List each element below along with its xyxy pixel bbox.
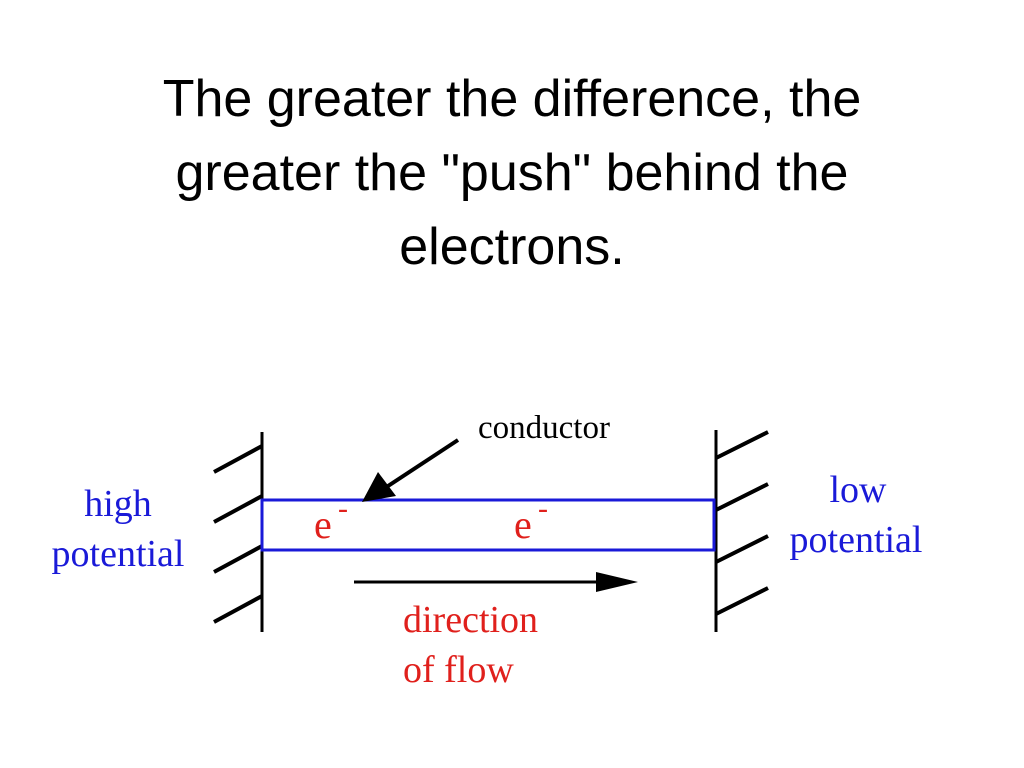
left-wall-hatch xyxy=(213,594,263,624)
flow-label-line-2: of flow xyxy=(403,649,514,691)
low-potential-label-line-2: potential xyxy=(790,519,923,561)
conductor-pointer-arrow xyxy=(362,438,460,502)
electron-symbol-right: e xyxy=(514,502,532,547)
flow-label-line-1: direction xyxy=(403,599,538,641)
right-wall-hatch xyxy=(715,586,769,616)
conductor-label: conductor xyxy=(478,410,610,446)
flow-arrow xyxy=(354,572,638,592)
conductor-bar xyxy=(260,498,716,552)
left-wall xyxy=(213,432,264,632)
left-wall-hatch xyxy=(213,544,263,574)
electron-charge-left: - xyxy=(338,492,348,525)
right-wall xyxy=(714,430,769,632)
right-wall-hatch xyxy=(715,430,769,460)
right-wall-hatch xyxy=(715,534,769,564)
conductor-pointer-head xyxy=(362,472,396,502)
high-potential-label-line-1: high xyxy=(84,483,152,525)
slide-title-line-2: greater the "push" behind the xyxy=(175,144,849,202)
right-wall-hatch xyxy=(715,482,769,512)
slide-title: The greater the difference, the greater … xyxy=(0,62,1024,284)
left-wall-hatch xyxy=(213,444,263,474)
left-wall-hatch xyxy=(213,494,263,524)
electron-symbol-left: e xyxy=(314,502,332,547)
conductor-pointer-shaft xyxy=(380,438,460,492)
electron-charge-right: - xyxy=(538,492,548,525)
slide-title-line-1: The greater the difference, the xyxy=(162,70,862,128)
high-potential-label-line-2: potential xyxy=(52,533,185,575)
flow-arrow-head xyxy=(596,572,638,592)
low-potential-label-line-1: low xyxy=(830,469,888,511)
slide-title-line-3: electrons. xyxy=(399,218,625,276)
